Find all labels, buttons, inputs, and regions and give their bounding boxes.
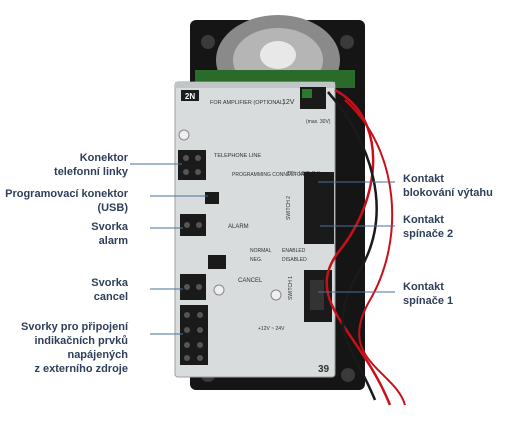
callout-switch2-contact: Kontakt spínače 2 — [403, 214, 454, 240]
alarm-label: ALARM — [228, 224, 249, 230]
supply-label: +12V ~ 24V — [258, 326, 285, 332]
callout-switch1-contact: Kontakt spínače 1 — [403, 281, 454, 307]
callout-alarm-terminal: Svorka alarm — [91, 221, 128, 247]
switch2-label: SWITCH 2 — [286, 196, 292, 220]
enabled-label: ENABLED — [282, 248, 306, 254]
programming-connector — [205, 192, 219, 204]
switch1-label: SWITCH 1 — [288, 276, 294, 300]
amp-label: FOR AMPLIFIER (OPTIONAL) — [210, 100, 285, 106]
relay-contacts — [304, 172, 334, 244]
callout-cancel-terminal: Svorka cancel — [91, 277, 128, 303]
model-number: 39 — [318, 364, 330, 375]
jumper-block — [208, 255, 226, 269]
telephone-connector — [178, 150, 206, 180]
callout-indication-terminals: Svorky pro připojení indikačních prvků n… — [21, 321, 128, 375]
normal-label: NORMAL — [250, 248, 272, 254]
black-wire — [327, 91, 378, 401]
cancel-terminal — [180, 274, 206, 300]
volt-label: 12V — [282, 99, 295, 106]
callout-telephone-connector: Konektor telefonní linky — [54, 152, 128, 178]
telephone-line-label: TELEPHONE LINE — [214, 153, 261, 159]
cancel-label: CANCEL — [238, 278, 263, 284]
prog-connector-label: PROGRAMMING CONNECTOR — [232, 172, 305, 178]
brand-logo — [181, 90, 199, 101]
disabled-label: DISABLED — [282, 257, 307, 263]
alarm-terminal — [180, 214, 206, 236]
neg-label: NEG. — [250, 257, 262, 263]
max-voltage-label: (max. 30V) — [306, 119, 331, 125]
red-wire — [325, 88, 392, 406]
brand-logo-text: 2N — [185, 92, 195, 101]
callout-elevator-block-contact: Kontakt blokování výtahu — [403, 173, 493, 199]
callout-programming-connector: Programovací konektor (USB) — [5, 188, 128, 214]
